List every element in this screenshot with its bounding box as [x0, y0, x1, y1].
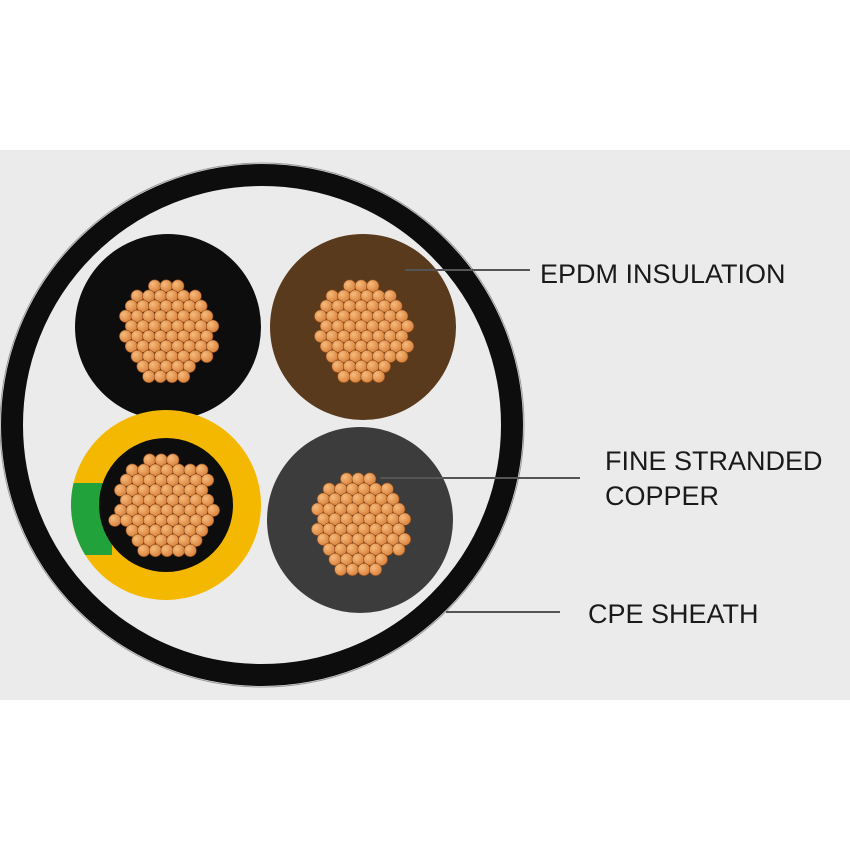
- copper-strand: [153, 369, 167, 383]
- copper-strand: [195, 523, 209, 537]
- cpe-sheath-ring: [1, 164, 523, 686]
- copper-strand: [142, 369, 156, 383]
- copper-strand: [363, 472, 377, 486]
- copper-strand: [183, 543, 197, 557]
- copper-strand: [357, 562, 371, 576]
- copper-strands-black-core: [119, 279, 220, 383]
- copper-strand: [334, 562, 348, 576]
- label-copper: COPPER: [605, 481, 719, 511]
- copper-strand: [345, 562, 359, 576]
- copper-strands-grey-core: [311, 472, 412, 576]
- copper-strand: [348, 369, 362, 383]
- copper-strand: [401, 339, 415, 353]
- label-cpe-sheath: CPE SHEATH: [588, 599, 759, 629]
- copper-strand: [194, 299, 208, 313]
- copper-strand: [372, 369, 386, 383]
- copper-strand: [200, 309, 214, 323]
- copper-strand: [401, 319, 415, 333]
- copper-strand: [137, 543, 151, 557]
- copper-strand: [195, 483, 209, 497]
- copper-strand: [108, 513, 122, 527]
- label-fine-stranded: FINE STRANDED: [605, 446, 823, 476]
- copper-strand: [166, 453, 180, 467]
- copper-strand: [386, 492, 400, 506]
- copper-strand: [195, 463, 209, 477]
- copper-strand: [200, 349, 214, 363]
- copper-strand: [337, 369, 351, 383]
- copper-strand: [366, 279, 380, 293]
- copper-strand: [392, 502, 406, 516]
- copper-strand: [392, 542, 406, 556]
- copper-strand: [160, 543, 174, 557]
- copper-strand: [389, 299, 403, 313]
- brown-core: [270, 234, 456, 420]
- copper-strand: [182, 359, 196, 373]
- copper-strands-brown-core: [314, 279, 415, 383]
- copper-strand: [380, 482, 394, 496]
- sheath-outline: [0, 162, 525, 688]
- copper-strand: [201, 513, 215, 527]
- copper-strand: [395, 349, 409, 363]
- copper-strand: [148, 543, 162, 557]
- copper-strand: [200, 329, 214, 343]
- copper-strand: [206, 503, 220, 517]
- copper-strand: [189, 533, 203, 547]
- copper-strand: [172, 543, 186, 557]
- copper-strand: [383, 289, 397, 303]
- copper-strand: [369, 562, 383, 576]
- copper-strand: [206, 319, 220, 333]
- copper-strand: [188, 289, 202, 303]
- copper-strand: [206, 339, 220, 353]
- copper-strands-earth-core: [108, 453, 220, 557]
- copper-strand: [395, 309, 409, 323]
- leader-lines: [380, 269, 580, 613]
- copper-strand: [398, 512, 412, 526]
- copper-strand: [392, 522, 406, 536]
- grey-core: [267, 427, 453, 613]
- copper-strand: [201, 493, 215, 507]
- copper-strand: [177, 369, 191, 383]
- copper-strand: [165, 369, 179, 383]
- copper-strand: [395, 329, 409, 343]
- copper-strand: [171, 279, 185, 293]
- copper-strand: [360, 369, 374, 383]
- label-epdm-insulation: EPDM INSULATION: [540, 259, 786, 289]
- black-core: [75, 234, 261, 420]
- copper-strand: [374, 552, 388, 566]
- copper-strand: [201, 473, 215, 487]
- copper-strand: [377, 359, 391, 373]
- copper-strand: [398, 532, 412, 546]
